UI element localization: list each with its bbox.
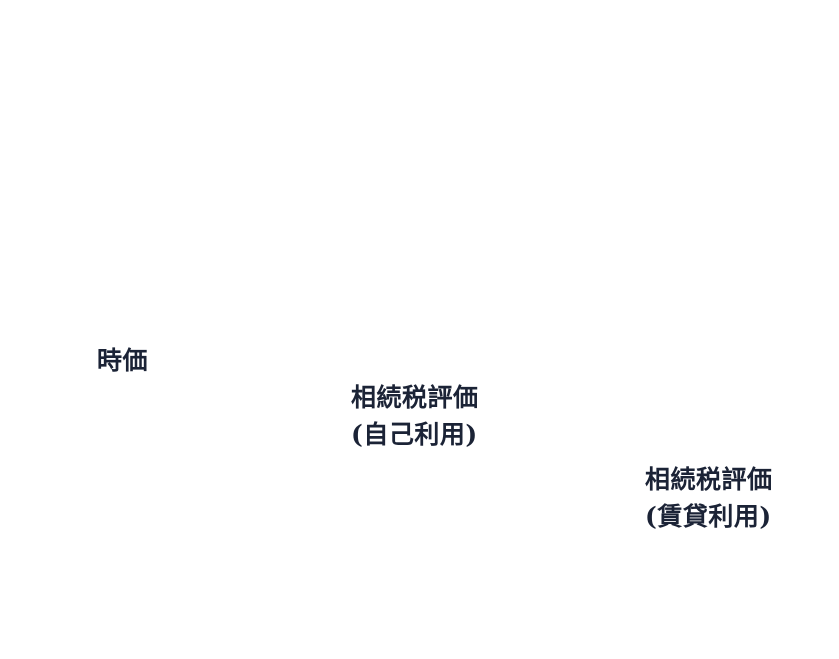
category-label-line: 相続税評価 bbox=[645, 465, 773, 494]
category-label-line: (自己利用) bbox=[351, 420, 478, 449]
category-label-line: 時価 bbox=[97, 346, 149, 375]
category-label-inheritance-rental-use: 相続税評価 (賃貸利用) bbox=[645, 461, 773, 535]
category-label-line: 相続税評価 bbox=[351, 383, 479, 412]
category-label-inheritance-self-use: 相続税評価 (自己利用) bbox=[351, 379, 479, 453]
category-label-line: (賃貸利用) bbox=[645, 502, 772, 531]
category-label-market-value: 時価 bbox=[97, 342, 148, 379]
